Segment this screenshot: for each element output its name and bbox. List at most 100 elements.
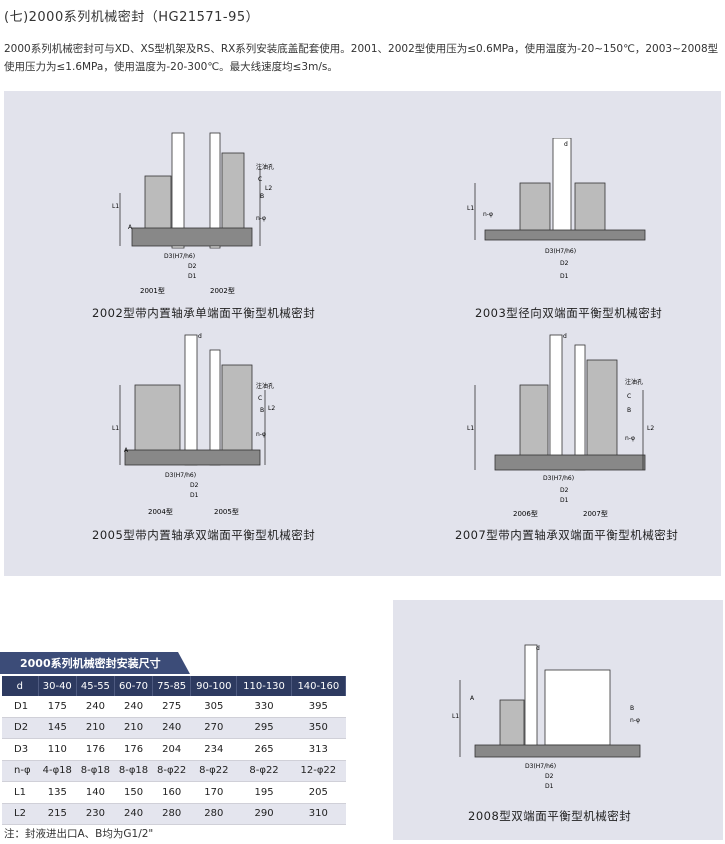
spec-table: d 30-40 45-55 60-70 75-85 90-100 110-130… (2, 676, 347, 825)
label-b: B (260, 193, 264, 200)
table-cell: 210 (114, 717, 153, 739)
table-header-cell: 30-40 (38, 676, 77, 696)
table-cell: 310 (291, 803, 346, 825)
label-d2: D2 (188, 263, 197, 270)
table-cell: 204 (152, 738, 191, 761)
label-d3: D3(H7/h6) (165, 472, 196, 479)
label-d1: D1 (188, 273, 197, 280)
caption-2005: 2005型带内置轴承双端面平衡型机械密封 (92, 528, 316, 542)
drawing-2002: 注油孔 C B n-φ A L2 L1 D3(H7/h6) D2 D1 2001… (112, 132, 274, 295)
label-b: B (630, 705, 634, 712)
table-cell: 240 (114, 803, 153, 825)
type-left: 2001型 (140, 286, 165, 295)
table-cell: L1 (2, 781, 39, 804)
table-cell: n-φ (2, 760, 39, 782)
table-row: D3 110 176 176 204 234 265 313 (2, 738, 346, 761)
table-cell: 240 (76, 696, 115, 718)
label-a: A (470, 695, 475, 702)
label-d3: D3(H7/h6) (545, 248, 576, 255)
table-cell: 305 (190, 696, 237, 718)
table-cell: 195 (236, 781, 292, 804)
table-cell: 8-φ18 (76, 760, 115, 782)
footnote: 注：封液进出口A、B均为G1/2" (4, 828, 154, 840)
table-cell: 140 (76, 781, 115, 804)
table-cell: 175 (38, 696, 77, 718)
table-cell: D2 (2, 717, 39, 739)
drawing-2007: d 注油孔 C B n-φ L2 L1 D3(H7/h6) D2 D1 2006… (467, 333, 654, 518)
label-a: A (128, 224, 133, 231)
table-cell: 145 (38, 717, 77, 739)
table-header-cell: 90-100 (190, 676, 238, 696)
table-cell: 12-φ22 (291, 760, 346, 782)
label-d2: D2 (545, 773, 554, 780)
table-cell: 280 (190, 803, 237, 825)
table-cell: 280 (152, 803, 191, 825)
table-cell: 176 (114, 738, 153, 761)
label-d: d (198, 333, 202, 340)
type-right: 2007型 (583, 509, 608, 518)
table-header-cell: 110-130 (236, 676, 292, 696)
label-n: n-φ (630, 717, 640, 724)
table-cell: 170 (190, 781, 237, 804)
label-l1: L1 (467, 205, 474, 212)
table-cell: 330 (236, 696, 292, 718)
caption-2002: 2002型带内置轴承单端面平衡型机械密封 (92, 306, 316, 320)
label-d1: D1 (190, 492, 199, 499)
table-cell: 150 (114, 781, 153, 804)
table-cell: 4-φ18 (38, 760, 77, 782)
caption-2008: 2008型双端面平衡型机械密封 (468, 809, 632, 823)
label-oil: 注油孔 (256, 382, 274, 390)
table-cell: D1 (2, 696, 39, 718)
table-row: L2 215 230 240 280 280 290 310 (2, 803, 346, 825)
table-cell: 295 (236, 717, 292, 739)
table-banner (0, 652, 190, 674)
label-l1: L1 (467, 425, 474, 432)
table-cell: L2 (2, 803, 39, 825)
page-title: (七)2000系列机械密封（HG21571-95） (4, 10, 260, 25)
label-c: C (627, 393, 631, 400)
intro-text: 2000系列机械密封可与XD、XS型机架及RS、RX系列安装底盖配套使用。200… (4, 43, 719, 73)
table-header-row: d 30-40 45-55 60-70 75-85 90-100 110-130… (2, 676, 347, 696)
table-cell: 176 (76, 738, 115, 761)
label-d: d (564, 141, 568, 148)
label-l2: L2 (647, 425, 654, 432)
table-row: D2 145 210 210 240 270 295 350 (2, 717, 346, 739)
label-d1: D1 (560, 273, 569, 280)
table-header-cell: 45-55 (76, 676, 115, 696)
drawing-2005: d 注油孔 C B n-φ A L2 L1 D3(H7/h6) D2 D1 20… (112, 333, 275, 516)
label-l2: L2 (268, 405, 275, 412)
table-header-cell: d (2, 676, 39, 696)
label-b: B (260, 407, 264, 414)
label-d2: D2 (560, 487, 569, 494)
label-l1: L1 (452, 713, 459, 720)
drawing-2008: d L1 A B n-φ D3(H7/h6) D2 D1 (452, 644, 641, 790)
label-n: n-φ (256, 215, 266, 222)
type-right: 2002型 (210, 286, 235, 295)
label-l1: L1 (112, 425, 119, 432)
table-row: L1 135 140 150 160 170 195 205 (2, 781, 346, 804)
table-cell: 275 (152, 696, 191, 718)
type-left: 2004型 (148, 507, 173, 516)
table-cell: 395 (291, 696, 346, 718)
table-cell: 210 (76, 717, 115, 739)
caption-2003: 2003型径向双端面平衡型机械密封 (475, 306, 663, 320)
label-n: n-φ (625, 435, 635, 442)
table-cell: 290 (236, 803, 292, 825)
table-title: 2000系列机械密封安装尺寸 (20, 657, 161, 670)
table-row: D1 175 240 240 275 305 330 395 (2, 696, 346, 718)
label-d1: D1 (560, 497, 569, 504)
table-cell: 135 (38, 781, 77, 804)
table-header-cell: 140-160 (291, 676, 347, 696)
table-cell: 110 (38, 738, 77, 761)
label-n: n-φ (483, 211, 493, 218)
table-cell: 350 (291, 717, 346, 739)
label-d1: D1 (545, 783, 554, 790)
label-l2: L2 (265, 185, 272, 192)
table-cell: 313 (291, 738, 346, 761)
table-row: n-φ 4-φ18 8-φ18 8-φ18 8-φ22 8-φ22 8-φ22 … (2, 760, 346, 782)
table-cell: 265 (236, 738, 292, 761)
type-right: 2005型 (214, 507, 239, 516)
table-header-cell: 75-85 (152, 676, 192, 696)
table-cell: 8-φ22 (152, 760, 191, 782)
label-d: d (536, 645, 540, 652)
